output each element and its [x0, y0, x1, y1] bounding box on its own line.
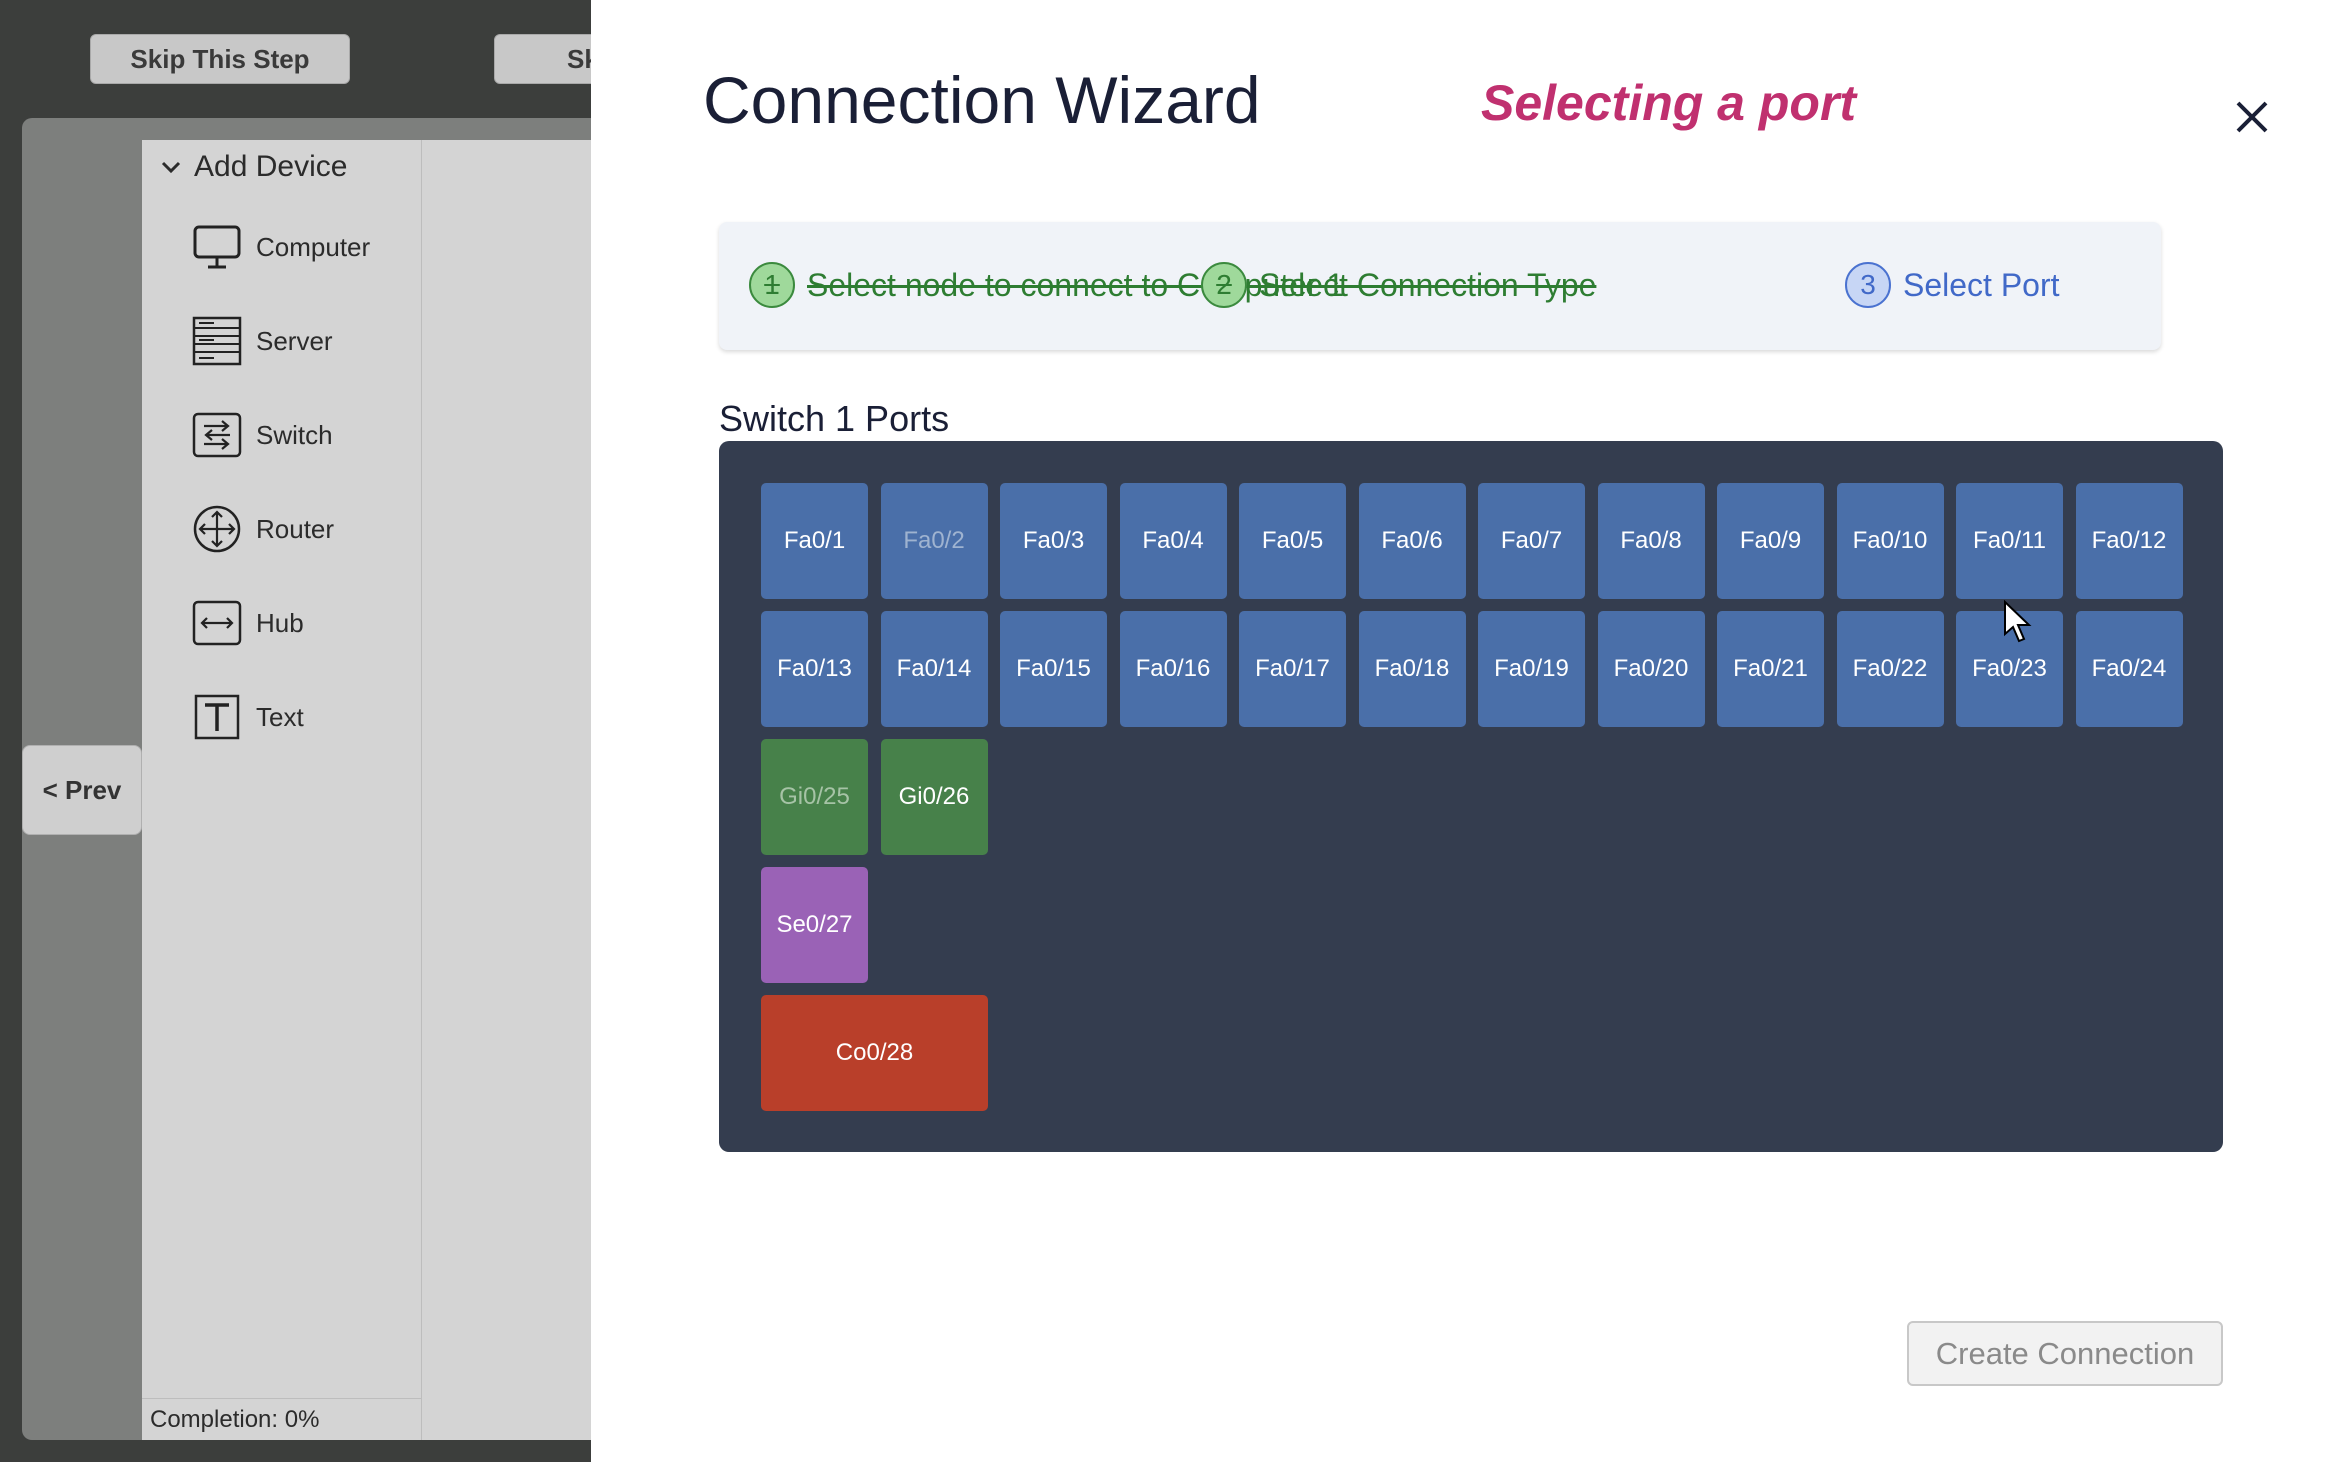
step-label: Select Port: [1903, 266, 2060, 303]
port-fa0-20[interactable]: Fa0/20: [1597, 611, 1705, 727]
step-3: 3 Select Port: [1845, 262, 2060, 308]
close-button[interactable]: [2225, 90, 2279, 144]
add-device-label: Add Device: [194, 150, 348, 183]
step-label: Select node to connect to Computer 1: [807, 266, 1345, 303]
computer-icon: [192, 224, 242, 270]
port-fa0-19[interactable]: Fa0/19: [1478, 611, 1585, 727]
step-number: 3: [1845, 262, 1891, 308]
port-fa0-15[interactable]: Fa0/15: [1000, 611, 1107, 727]
port-fa0-12[interactable]: Fa0/12: [2075, 483, 2183, 599]
port-fa0-22[interactable]: Fa0/22: [1836, 611, 1944, 727]
text-icon: [192, 694, 242, 740]
port-fa0-9[interactable]: Fa0/9: [1717, 483, 1824, 599]
port-fa0-3[interactable]: Fa0/3: [1000, 483, 1107, 599]
hub-icon: [192, 600, 242, 646]
prev-button[interactable]: < Prev: [22, 745, 142, 835]
step-1: 1 Select node to connect to Computer 1: [749, 262, 1344, 308]
port-fa0-11[interactable]: Fa0/11: [1956, 483, 2063, 599]
sidebar-item-label: Hub: [256, 607, 304, 638]
skip-this-step-button[interactable]: Skip This Step: [90, 34, 350, 84]
port-gi0-26[interactable]: Gi0/26: [880, 739, 988, 855]
port-fa0-10[interactable]: Fa0/10: [1836, 483, 1944, 599]
sidebar-item-label: Server: [256, 325, 333, 356]
sidebar-item-switch[interactable]: Switch: [192, 412, 333, 458]
sidebar-item-computer[interactable]: Computer: [192, 224, 370, 270]
port-fa0-4[interactable]: Fa0/4: [1119, 483, 1227, 599]
chevron-down-icon: [161, 161, 181, 174]
device-sidebar: Add Device Computer Server Switch Router…: [142, 140, 422, 1440]
port-fa0-2[interactable]: Fa0/2: [880, 483, 988, 599]
port-fa0-16[interactable]: Fa0/16: [1119, 611, 1227, 727]
port-fa0-21[interactable]: Fa0/21: [1717, 611, 1824, 727]
switch-icon: [192, 412, 242, 458]
close-icon: [2236, 101, 2268, 133]
sidebar-item-hub[interactable]: Hub: [192, 600, 304, 646]
router-icon: [192, 505, 242, 553]
create-connection-button[interactable]: Create Connection: [1907, 1321, 2223, 1386]
step-number: 2: [1201, 262, 1247, 308]
ports-heading: Switch 1 Ports: [719, 398, 950, 439]
sidebar-item-server[interactable]: Server: [192, 316, 333, 366]
completion-status: Completion: 0%: [142, 1398, 422, 1440]
connection-wizard-modal: Connection Wizard Selecting a port 1 Sel…: [591, 0, 2349, 1462]
port-fa0-18[interactable]: Fa0/18: [1358, 611, 1466, 727]
canvas-area[interactable]: [422, 140, 622, 1440]
step-2: 2 Select Connection Type: [1201, 262, 1596, 308]
step-number: 1: [749, 262, 795, 308]
port-fa0-14[interactable]: Fa0/14: [880, 611, 988, 727]
sidebar-item-label: Text: [256, 701, 304, 732]
port-fa0-1[interactable]: Fa0/1: [761, 483, 868, 599]
port-fa0-17[interactable]: Fa0/17: [1239, 611, 1346, 727]
port-fa0-13[interactable]: Fa0/13: [761, 611, 868, 727]
port-co0-28[interactable]: Co0/28: [761, 995, 988, 1111]
server-icon: [192, 316, 242, 366]
modal-title: Connection Wizard: [703, 63, 1261, 137]
sidebar-item-label: Switch: [256, 419, 333, 450]
port-fa0-8[interactable]: Fa0/8: [1597, 483, 1705, 599]
port-gi0-25[interactable]: Gi0/25: [761, 739, 868, 855]
port-fa0-5[interactable]: Fa0/5: [1239, 483, 1346, 599]
add-device-toggle[interactable]: Add Device: [160, 150, 347, 184]
port-fa0-6[interactable]: Fa0/6: [1358, 483, 1466, 599]
step-label: Select Connection Type: [1259, 266, 1597, 303]
sidebar-item-text[interactable]: Text: [192, 694, 304, 740]
sidebar-item-router[interactable]: Router: [192, 505, 335, 553]
mouse-cursor-icon: [2004, 600, 2032, 643]
port-se0-27[interactable]: Se0/27: [761, 867, 868, 983]
modal-subtitle: Selecting a port: [1481, 75, 1857, 131]
sidebar-item-label: Router: [256, 513, 335, 544]
port-fa0-7[interactable]: Fa0/7: [1478, 483, 1585, 599]
port-fa0-24[interactable]: Fa0/24: [2075, 611, 2183, 727]
wizard-steps: 1 Select node to connect to Computer 1 2…: [719, 222, 2161, 350]
sidebar-item-label: Computer: [256, 231, 371, 262]
